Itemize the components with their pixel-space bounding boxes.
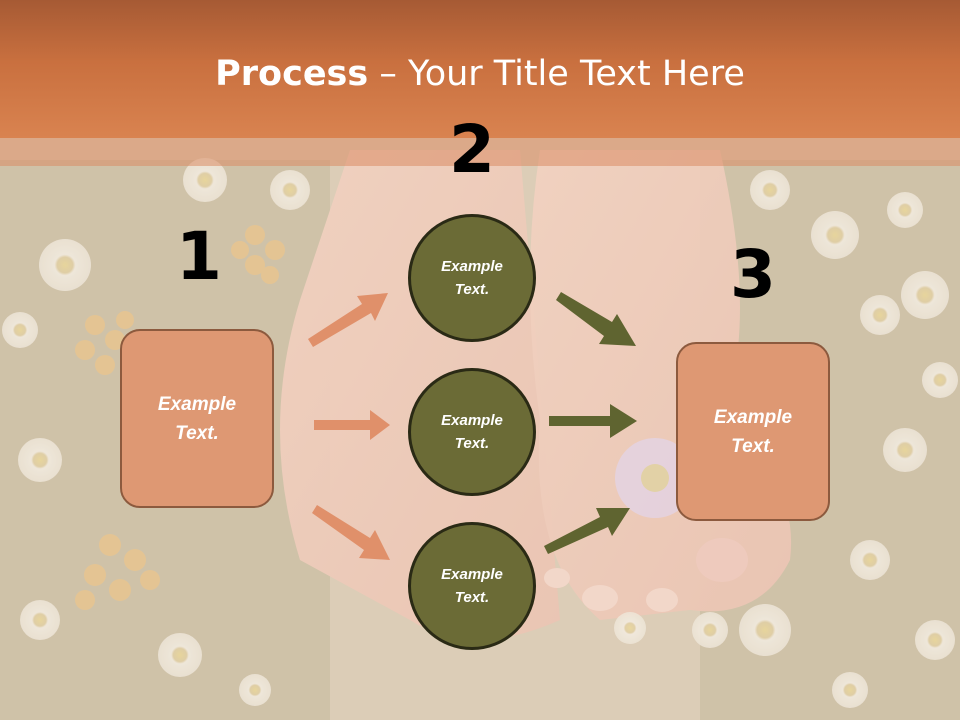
title-band	[0, 138, 960, 166]
step-1-text-line1: Example	[157, 393, 237, 415]
title-bold: Process	[215, 54, 369, 94]
step-3-text-line1: Example	[713, 406, 793, 428]
step-2-circle-middle[interactable]: Example Text.	[408, 368, 536, 496]
step-number-2: 2	[449, 111, 495, 188]
title-bar	[0, 0, 960, 138]
slide-title: Process – Your Title Text Here	[0, 52, 960, 96]
step-1-box[interactable]: Example Text.	[120, 329, 274, 508]
step-1-text-line2: Text.	[175, 422, 219, 444]
arrow-icon	[544, 508, 630, 554]
circle-1-text-line2: Text.	[454, 281, 490, 298]
circle-3-text-line2: Text.	[454, 589, 490, 606]
step-3-box[interactable]: Example Text.	[676, 342, 830, 521]
step-number-1: 1	[176, 218, 222, 295]
arrow-icon	[312, 505, 390, 560]
arrow-icon	[549, 404, 637, 438]
step-2-circle-bottom[interactable]: Example Text.	[408, 522, 536, 650]
circle-2-text-line2: Text.	[454, 435, 490, 452]
arrow-icon	[556, 292, 636, 346]
step-number-3: 3	[730, 236, 776, 313]
title-rest: – Your Title Text Here	[368, 54, 745, 94]
step-3-text-line2: Text.	[731, 435, 775, 457]
circle-3-text-line1: Example	[441, 566, 503, 583]
circle-2-text-line1: Example	[441, 412, 503, 429]
daisy-flowers	[2, 158, 958, 708]
step-2-circle-top[interactable]: Example Text.	[408, 214, 536, 342]
circle-1-text-line1: Example	[441, 258, 503, 275]
arrow-icon	[308, 293, 388, 347]
arrow-icon	[314, 410, 390, 440]
